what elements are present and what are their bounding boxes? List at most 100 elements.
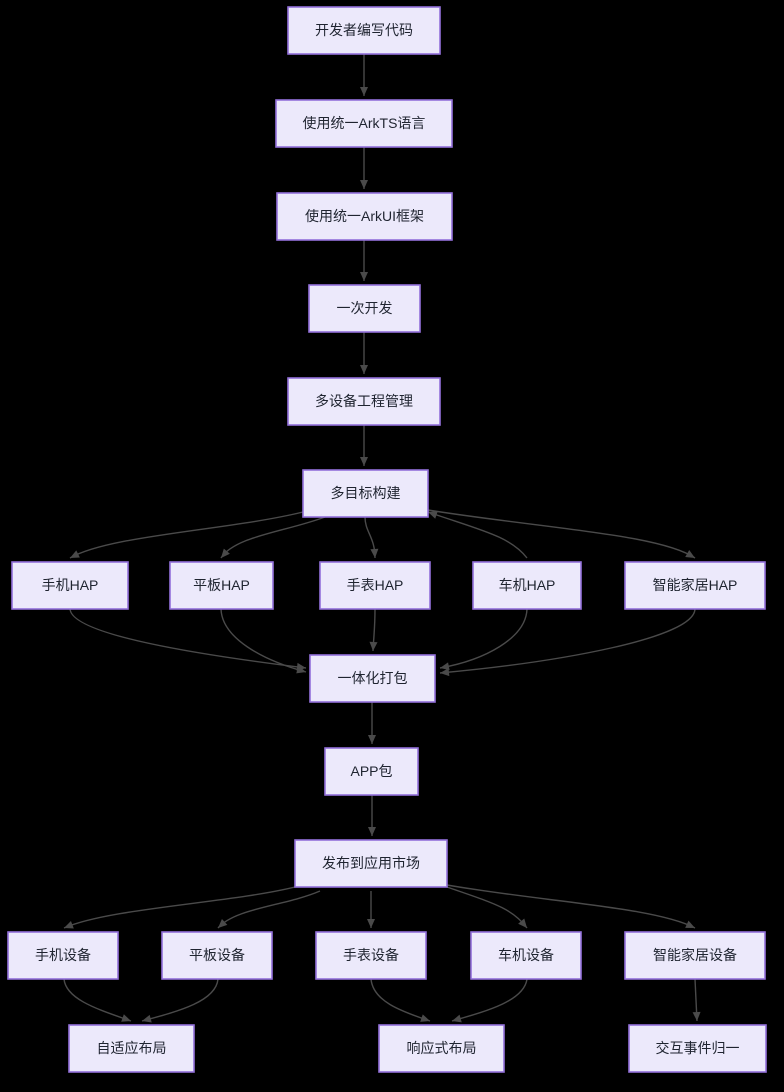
arrowhead-n5-to-n6 <box>360 457 368 466</box>
edge-n6-to-n7 <box>69 511 304 559</box>
node-label-n2: 使用统一ArkTS语言 <box>303 115 426 131</box>
arrowhead-n16-to-n20 <box>142 1014 152 1023</box>
node-n11[interactable]: 智能家居HAP <box>624 561 766 610</box>
edge-layer <box>63 54 701 1023</box>
node-box-n10[interactable] <box>472 561 582 610</box>
arrowhead-n19-to-n22 <box>692 1011 701 1021</box>
node-n4[interactable]: 一次开发 <box>308 284 421 333</box>
node-box-n17[interactable] <box>315 931 427 980</box>
arrowhead-n3-to-n4 <box>360 272 368 281</box>
arrowhead-n8-to-n12 <box>296 665 306 674</box>
edge-n10-to-n12 <box>439 608 528 669</box>
arrowhead-n6-to-n8 <box>221 548 230 558</box>
arrowhead-n9-to-n12 <box>369 641 378 651</box>
node-n2[interactable]: 使用统一ArkTS语言 <box>275 99 453 148</box>
node-label-n13: APP包 <box>350 763 392 779</box>
node-n18[interactable]: 车机设备 <box>470 931 582 980</box>
node-label-n7: 手机HAP <box>42 577 99 593</box>
edge-n14-to-n18 <box>446 886 528 929</box>
arrowhead-n17-to-n21 <box>420 1014 430 1022</box>
node-box-n5[interactable] <box>287 377 441 426</box>
node-n14[interactable]: 发布到应用市场 <box>294 839 448 888</box>
edge-n14-to-n19 <box>446 884 696 929</box>
arrowhead-n11-to-n12 <box>440 668 450 677</box>
node-box-n13[interactable] <box>324 747 419 796</box>
arrowhead-n14-to-n15 <box>64 921 74 929</box>
node-n21[interactable]: 响应式布局 <box>378 1024 505 1073</box>
node-label-n20: 自适应布局 <box>97 1040 167 1056</box>
node-label-n4: 一次开发 <box>337 300 393 316</box>
arrowhead-n18-to-n21 <box>452 1014 462 1023</box>
node-label-n5: 多设备工程管理 <box>315 393 413 409</box>
arrowhead-n2-to-n3 <box>360 180 368 189</box>
node-box-n20[interactable] <box>68 1024 195 1073</box>
node-n12[interactable]: 一体化打包 <box>309 654 436 703</box>
node-n22[interactable]: 交互事件归一 <box>628 1024 767 1073</box>
node-n10[interactable]: 车机HAP <box>472 561 582 610</box>
node-n19[interactable]: 智能家居设备 <box>624 931 766 980</box>
node-box-n1[interactable] <box>287 6 441 55</box>
node-label-n3: 使用统一ArkUI框架 <box>305 208 424 224</box>
node-box-n3[interactable] <box>276 192 453 241</box>
arrowhead-n6-to-n11 <box>685 550 695 558</box>
arrowhead-n6-to-n9 <box>370 548 379 558</box>
node-box-n21[interactable] <box>378 1024 505 1073</box>
node-n13[interactable]: APP包 <box>324 747 419 796</box>
node-box-n12[interactable] <box>309 654 436 703</box>
edge-n15-to-n20 <box>63 978 132 1022</box>
edge-n14-to-n16 <box>217 890 321 929</box>
node-box-n15[interactable] <box>7 931 119 980</box>
node-label-n16: 平板设备 <box>189 947 245 963</box>
node-n5[interactable]: 多设备工程管理 <box>287 377 441 426</box>
node-n20[interactable]: 自适应布局 <box>68 1024 195 1073</box>
node-box-n14[interactable] <box>294 839 448 888</box>
edge-n6-to-n11 <box>427 509 696 559</box>
arrowhead-n14-to-n17 <box>367 919 375 928</box>
node-box-n4[interactable] <box>308 284 421 333</box>
node-label-n14: 发布到应用市场 <box>322 855 420 871</box>
arrowhead-n13-to-n14 <box>368 827 376 836</box>
node-label-n15: 手机设备 <box>35 947 91 963</box>
node-label-n12: 一体化打包 <box>338 670 408 686</box>
arrowhead-n1-to-n2 <box>360 87 368 96</box>
node-box-n19[interactable] <box>624 931 766 980</box>
edge-n18-to-n21 <box>451 978 528 1022</box>
node-n16[interactable]: 平板设备 <box>161 931 273 980</box>
node-box-n6[interactable] <box>302 469 429 518</box>
node-n8[interactable]: 平板HAP <box>169 561 274 610</box>
node-box-n8[interactable] <box>169 561 274 610</box>
node-n1[interactable]: 开发者编写代码 <box>287 6 441 55</box>
arrowhead-n4-to-n5 <box>360 365 368 374</box>
node-n17[interactable]: 手表设备 <box>315 931 427 980</box>
arrowhead-n12-to-n13 <box>368 735 376 744</box>
node-label-n19: 智能家居设备 <box>653 947 737 963</box>
node-label-n9: 手表HAP <box>347 577 404 593</box>
node-n9[interactable]: 手表HAP <box>319 561 431 610</box>
edge-n7-to-n12 <box>69 608 307 669</box>
arrowhead-n14-to-n19 <box>685 920 695 928</box>
node-box-n7[interactable] <box>11 561 129 610</box>
node-box-n18[interactable] <box>470 931 582 980</box>
arrowhead-n6-to-n7 <box>70 550 80 558</box>
edge-n17-to-n21 <box>370 978 431 1022</box>
node-label-n8: 平板HAP <box>193 577 250 593</box>
node-box-n9[interactable] <box>319 561 431 610</box>
node-box-n16[interactable] <box>161 931 273 980</box>
node-n7[interactable]: 手机HAP <box>11 561 129 610</box>
node-label-n11: 智能家居HAP <box>653 577 738 593</box>
edge-n10-to-n6 <box>427 511 528 559</box>
edge-n16-to-n20 <box>141 978 219 1022</box>
node-n3[interactable]: 使用统一ArkUI框架 <box>276 192 453 241</box>
node-label-n22: 交互事件归一 <box>656 1040 740 1056</box>
node-label-n6: 多目标构建 <box>331 485 401 501</box>
arrowhead-n15-to-n20 <box>121 1014 131 1022</box>
node-n6[interactable]: 多目标构建 <box>302 469 429 518</box>
node-n15[interactable]: 手机设备 <box>7 931 119 980</box>
node-box-n2[interactable] <box>275 99 453 148</box>
arrowhead-n10-to-n6 <box>428 511 438 519</box>
node-box-n11[interactable] <box>624 561 766 610</box>
node-label-n10: 车机HAP <box>499 577 556 593</box>
node-box-n22[interactable] <box>628 1024 767 1073</box>
